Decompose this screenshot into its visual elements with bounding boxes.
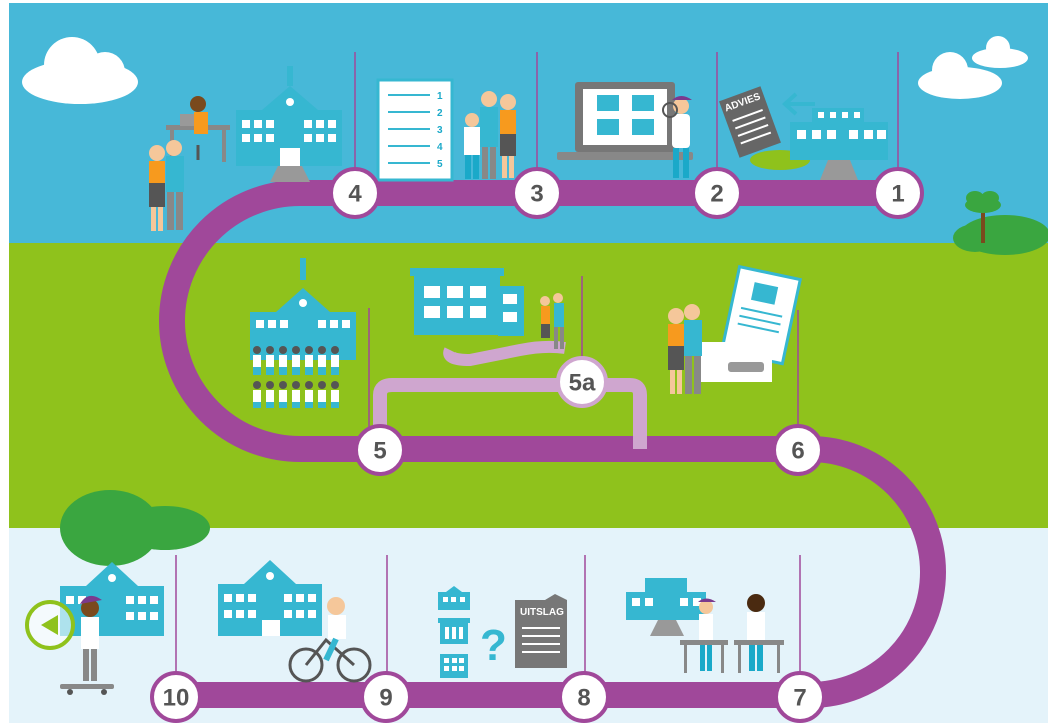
first-day-scene [60,562,164,695]
step-marker-label: 6 [791,438,804,465]
step-marker-3[interactable]: 3 [511,167,563,219]
side-road [373,378,647,449]
step-marker-circle[interactable] [150,671,202,723]
step-marker-label: 7 [793,685,806,712]
step-marker-circle[interactable] [354,424,406,476]
register-scene [149,66,342,231]
step-markers: 1 2 3 4 5 5a 6 7 8 9 10 [150,167,924,723]
school-building-icon [236,66,342,182]
step-marker-label: 5 [373,438,386,465]
step-marker-circle[interactable] [511,167,563,219]
family-figures [464,91,516,179]
result-sign-label: UITSLAG [520,607,564,618]
student-crowd [253,346,339,408]
arrow-left-icon [782,92,815,116]
step-marker-circle[interactable] [691,167,743,219]
ranking-3: 3 [437,125,443,136]
step-marker-label: 3 [530,181,543,208]
step-marker-label: 10 [163,685,190,712]
bicycle-icon [288,637,372,683]
school-building-icon [410,268,524,336]
step-marker-label: 5a [569,370,596,397]
school-building-icon [60,562,164,636]
milestone-posts [175,52,899,682]
walking-figures [540,293,564,349]
step-marker-7[interactable]: 7 [774,671,826,723]
step-marker-circle[interactable] [872,167,924,219]
ranking-5: 5 [437,159,443,170]
step-marker-4[interactable]: 4 [329,167,381,219]
step-marker-label: 1 [891,181,904,208]
parent-figures [668,304,702,394]
back-arrow-icon[interactable] [41,615,58,635]
school-building-icon [790,108,888,180]
step-marker-6[interactable]: 6 [772,424,824,476]
step-marker-1[interactable]: 1 [872,167,924,219]
step-marker-5[interactable]: 5 [354,424,406,476]
step-marker-circle[interactable] [772,424,824,476]
step-marker-circle[interactable] [329,167,381,219]
school-building-icon [218,560,322,636]
step-marker-5a[interactable]: 5a [556,356,608,408]
step-marker-2[interactable]: 2 [691,167,743,219]
bush-bottom-left [60,490,210,566]
ranking-4: 4 [437,142,443,153]
school-building-icon [626,578,706,636]
skateboarder-figure [60,595,114,695]
cloud-left [22,37,138,104]
test-scene [626,578,784,673]
step-marker-label: 2 [710,181,723,208]
step-marker-8[interactable]: 8 [558,671,610,723]
cycling-scene [218,560,372,683]
advice-document-icon: ADVIES [719,86,781,158]
letter-scene [668,264,803,394]
step-marker-circle[interactable] [556,356,608,408]
back-button[interactable] [25,600,75,650]
ranking-2: 2 [437,108,443,119]
step-marker-circle[interactable] [774,671,826,723]
step-marker-9[interactable]: 9 [360,671,412,723]
side-road-path [443,340,566,367]
question-mark-icon: ? [480,621,507,670]
step-marker-label: 8 [577,685,590,712]
cyclist-figure [323,597,346,662]
advice-scene: ADVIES [719,86,888,180]
girl-with-magnifier [662,96,692,178]
desk-with-laptop [166,96,230,162]
envelope-icon [698,342,772,382]
step-marker-label: 9 [379,685,392,712]
step-marker-10[interactable]: 10 [150,671,202,723]
laptop-icon [557,82,693,160]
step-marker-label: 4 [348,181,362,208]
result-scene: ? UITSLAG [438,586,567,678]
tree-right [965,191,1001,243]
ranking-1: 1 [437,91,443,102]
cloud-right [918,36,1028,99]
alternative-scene [410,268,564,349]
parent-figures [149,140,184,231]
result-sign-icon: UITSLAG [515,594,567,668]
ranking-scene: 1 2 3 4 5 [376,78,516,182]
main-road [159,180,946,708]
laptop-scene [557,82,693,178]
placement-scene [250,258,356,408]
step-marker-circle[interactable] [558,671,610,723]
step-marker-circle[interactable] [360,671,412,723]
students-at-desks [680,594,784,673]
